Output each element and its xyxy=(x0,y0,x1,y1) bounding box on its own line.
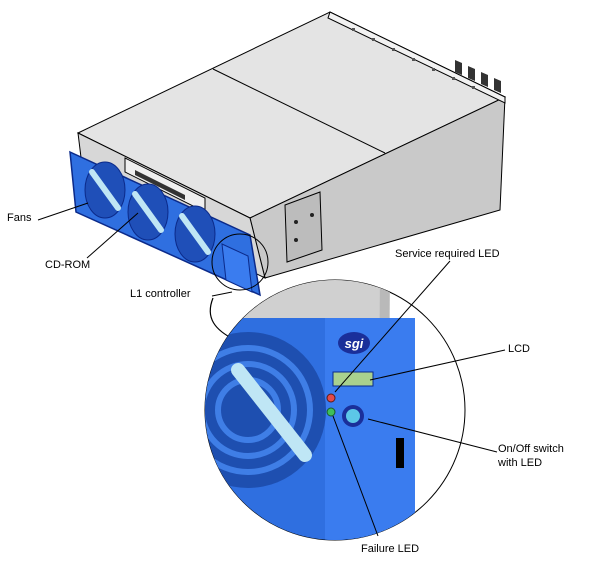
cdrom-slot xyxy=(135,170,185,200)
fan-grille-icon xyxy=(127,183,169,241)
label-onoff-switch: On/Off switch xyxy=(498,443,564,455)
zoom-detail: sgi xyxy=(204,279,466,541)
label-service-required-led: Service required LED xyxy=(395,248,500,260)
rear-connectors xyxy=(455,60,501,93)
label-failure-led: Failure LED xyxy=(361,543,420,555)
label-cdrom: CD-ROM xyxy=(45,259,91,271)
l1-controller-panel xyxy=(221,243,253,293)
label-lcd: LCD xyxy=(508,343,531,355)
label-fans: Fans xyxy=(7,212,32,224)
latch-slot xyxy=(396,438,404,468)
rack-latch xyxy=(284,191,323,263)
power-switch-icon[interactable] xyxy=(342,405,364,427)
sgi-logo-text: sgi xyxy=(345,336,364,351)
fan-grille-icon xyxy=(205,332,326,488)
rail-holes xyxy=(352,28,475,89)
sgi-logo-icon: sgi xyxy=(338,332,370,354)
failure-led xyxy=(326,407,336,417)
controller-highlight-circle xyxy=(211,233,269,291)
leader-lines xyxy=(37,202,506,537)
lcd-display xyxy=(332,371,374,387)
fan-grille-icon xyxy=(84,161,126,219)
label-onoff-switch-sub: with LED xyxy=(498,457,543,469)
label-l1-controller: L1 controller xyxy=(130,288,191,300)
service-required-led xyxy=(326,393,336,403)
fan-grille-icon xyxy=(174,205,216,263)
